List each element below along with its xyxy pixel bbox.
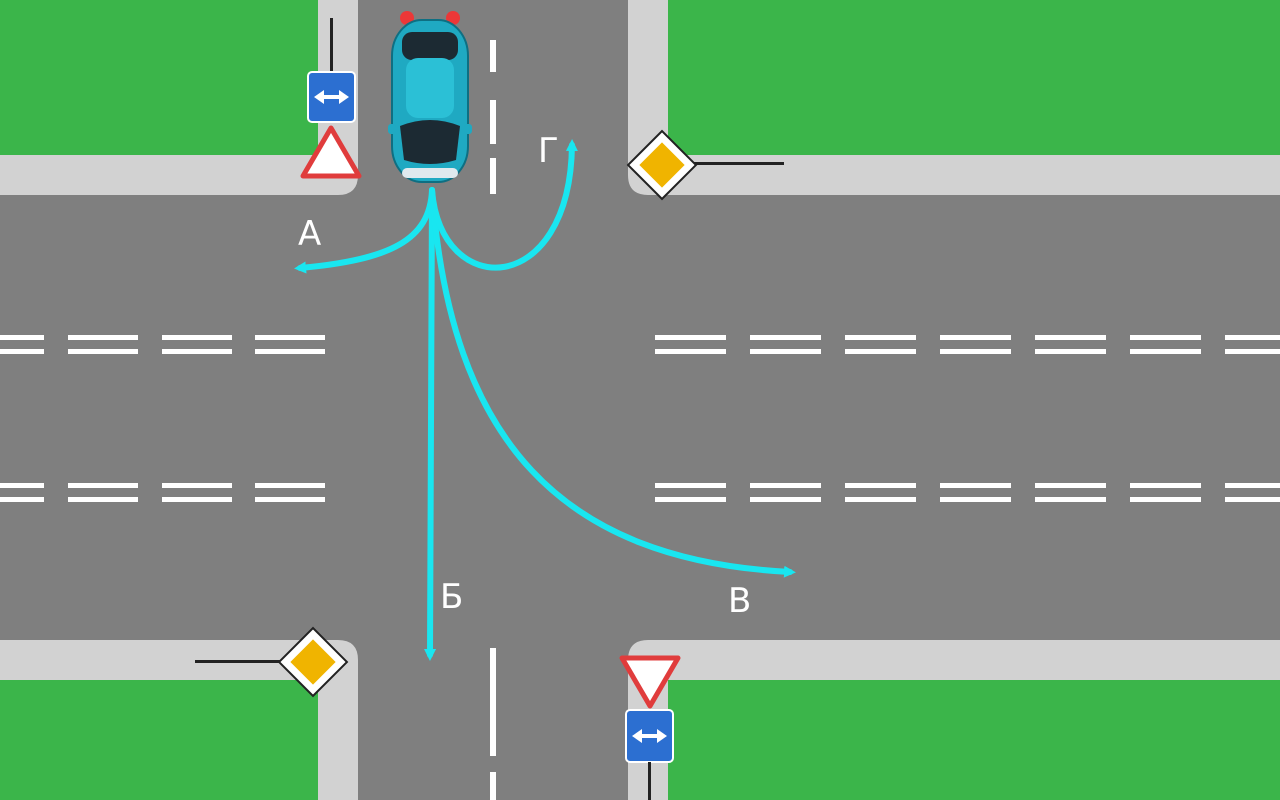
sign-group-bottom-right	[619, 655, 681, 800]
route-arrow-b	[424, 187, 437, 661]
lane-dash	[940, 497, 1011, 502]
yield-sign-icon	[619, 655, 681, 709]
lane-dash	[1130, 349, 1201, 354]
lane-dash	[1035, 349, 1106, 354]
sign-group-bottom-left	[195, 626, 349, 698]
lane-dash	[655, 483, 726, 488]
lane-dash	[0, 483, 44, 488]
lane-dash	[1130, 483, 1201, 488]
lane-dash	[655, 497, 726, 502]
route-arrows	[294, 139, 796, 661]
lane-dash	[68, 349, 138, 354]
route-label-g: Г	[538, 131, 559, 171]
lane-dash	[1035, 335, 1106, 340]
lane-dash	[940, 349, 1011, 354]
lane-dash	[655, 335, 726, 340]
lane-dash	[1225, 483, 1280, 488]
lane-dash	[0, 335, 44, 340]
lane-dash	[750, 497, 821, 502]
car-top-view-icon	[388, 11, 472, 183]
lane-dash	[162, 497, 232, 502]
lane-dash	[1225, 335, 1280, 340]
lane-dash	[845, 349, 916, 354]
route-arrow-g	[429, 139, 578, 271]
lane-dash	[1130, 497, 1201, 502]
lane-dash	[162, 335, 232, 340]
lane-markings	[0, 40, 1280, 800]
lane-dash	[845, 483, 916, 488]
lane-dash	[68, 335, 138, 340]
lane-dash	[750, 483, 821, 488]
priority-road-icon	[277, 626, 349, 698]
lane-dash	[1225, 349, 1280, 354]
lane-dash	[68, 497, 138, 502]
lane-dash	[0, 497, 44, 502]
lane-dash	[750, 349, 821, 354]
lane-dash	[940, 335, 1011, 340]
sign-group-top-left	[300, 18, 362, 179]
lane-dash	[1035, 483, 1106, 488]
lane-dash	[162, 483, 232, 488]
lane-dash	[655, 349, 726, 354]
lane-dash	[845, 335, 916, 340]
lane-dash	[255, 335, 325, 340]
lane-dash	[162, 349, 232, 354]
yield-sign-icon	[300, 125, 362, 179]
priority-road-icon	[626, 129, 698, 201]
lane-dash	[255, 497, 325, 502]
lane-dash	[845, 497, 916, 502]
lane-dash	[1225, 497, 1280, 502]
road-corners	[338, 175, 648, 660]
route-label-b: Б	[440, 577, 463, 617]
lane-dash	[0, 349, 44, 354]
lane-dash	[255, 483, 325, 488]
lane-dash	[940, 483, 1011, 488]
lane-dash	[68, 483, 138, 488]
lane-dash	[1130, 335, 1201, 340]
lane-dash	[1035, 497, 1106, 502]
route-label-v: В	[728, 581, 751, 621]
lane-dash	[255, 349, 325, 354]
route-label-a: А	[298, 214, 321, 254]
route-arrow-v	[429, 187, 796, 578]
lane-dash	[750, 335, 821, 340]
sign-group-top-right	[626, 129, 784, 201]
